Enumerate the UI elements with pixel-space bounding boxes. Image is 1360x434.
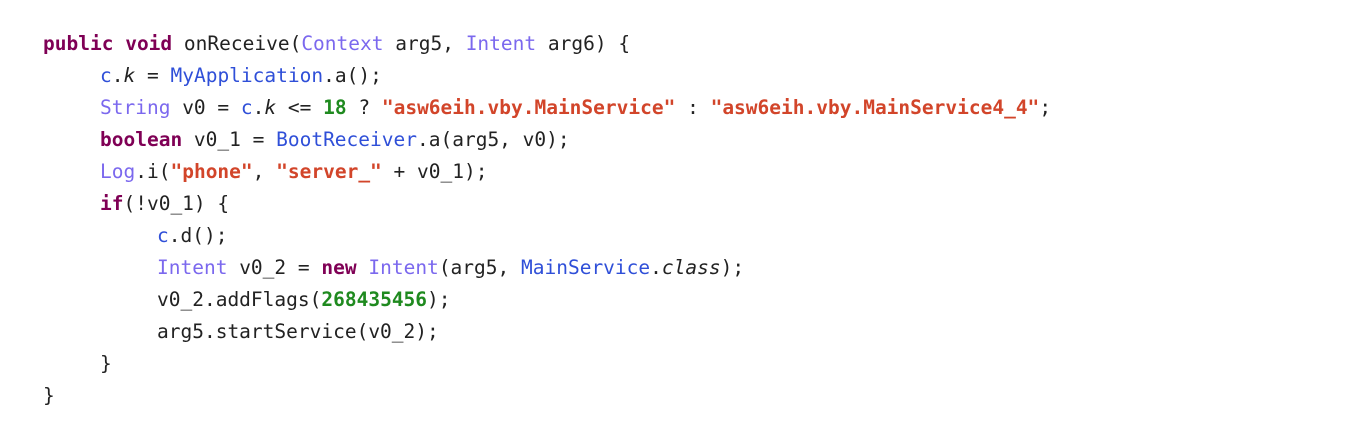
code-token: : — [675, 96, 711, 119]
code-line: c.k = MyApplication.a(); — [43, 60, 1051, 92]
code-token: "phone" — [170, 160, 253, 183]
code-token: boolean — [100, 128, 183, 151]
code-view: public void onReceive(Context arg5, Inte… — [43, 28, 1051, 412]
code-token: k — [123, 64, 136, 87]
code-token: = — [135, 64, 171, 87]
code-token: 18 — [323, 96, 347, 119]
code-token: (arg5, — [438, 256, 521, 279]
code-token: v0_1 = — [182, 128, 277, 151]
code-token: arg5.startService(v0_2); — [157, 320, 439, 343]
code-token: c — [100, 64, 112, 87]
code-token: v0_2 = — [227, 256, 322, 279]
code-line: arg5.startService(v0_2); — [43, 316, 1051, 348]
code-token: c — [157, 224, 169, 247]
code-token: new — [321, 256, 357, 279]
code-token: ? — [346, 96, 382, 119]
code-token: + v0_1); — [381, 160, 488, 183]
code-token: ); — [720, 256, 745, 279]
code-token: Intent — [465, 32, 537, 55]
code-token: 268435456 — [321, 288, 428, 311]
code-token: ; — [1039, 96, 1052, 119]
code-token: Intent — [157, 256, 228, 279]
code-token: .a(arg5, v0); — [417, 128, 570, 151]
code-token: c — [240, 96, 253, 119]
code-line: c.d(); — [43, 220, 1051, 252]
code-line: } — [43, 348, 1051, 380]
code-token: ); — [427, 288, 451, 311]
code-token: Intent — [368, 256, 439, 279]
code-line: v0_2.addFlags(268435456); — [43, 284, 1051, 316]
code-token: onReceive( — [172, 32, 302, 55]
code-token: v0_2.addFlags( — [157, 288, 322, 311]
code-token: arg6) { — [536, 32, 631, 55]
code-token: . — [111, 64, 124, 87]
code-token: <= — [276, 96, 324, 119]
code-line: boolean v0_1 = BootReceiver.a(arg5, v0); — [43, 124, 1051, 156]
code-token: Context — [301, 32, 384, 55]
code-token: arg5, — [383, 32, 466, 55]
code-line: String v0 = c.k <= 18 ? "asw6eih.vby.Mai… — [43, 92, 1051, 124]
code-token: Log — [100, 160, 136, 183]
code-token: } — [100, 352, 112, 375]
code-token: MyApplication — [170, 64, 324, 87]
code-token: MainService — [521, 256, 651, 279]
code-token: .d(); — [168, 224, 228, 247]
code-token: "asw6eih.vby.MainService" — [381, 96, 676, 119]
code-token — [113, 32, 125, 55]
code-token — [357, 256, 369, 279]
code-token: if — [100, 192, 124, 215]
code-token: String — [100, 96, 171, 119]
code-line: public void onReceive(Context arg5, Inte… — [43, 28, 1051, 60]
code-token: v0 = — [170, 96, 241, 119]
code-token: . — [650, 256, 662, 279]
code-token: "server_" — [276, 160, 382, 183]
code-token: .a(); — [323, 64, 382, 87]
code-token: .i( — [135, 160, 171, 183]
code-token: (!v0_1) { — [123, 192, 230, 215]
code-token: void — [125, 32, 173, 55]
code-line: Intent v0_2 = new Intent(arg5, MainServi… — [43, 252, 1051, 284]
code-token: , — [252, 160, 277, 183]
code-token: . — [252, 96, 265, 119]
code-token: k — [264, 96, 277, 119]
code-line: } — [43, 380, 1051, 412]
code-line: Log.i("phone", "server_" + v0_1); — [43, 156, 1051, 188]
code-token: } — [43, 384, 55, 407]
code-token: BootReceiver — [276, 128, 417, 151]
code-token: public — [43, 32, 114, 55]
code-token: "asw6eih.vby.MainService4_4" — [710, 96, 1040, 119]
code-token: class — [661, 256, 721, 279]
code-line: if(!v0_1) { — [43, 188, 1051, 220]
